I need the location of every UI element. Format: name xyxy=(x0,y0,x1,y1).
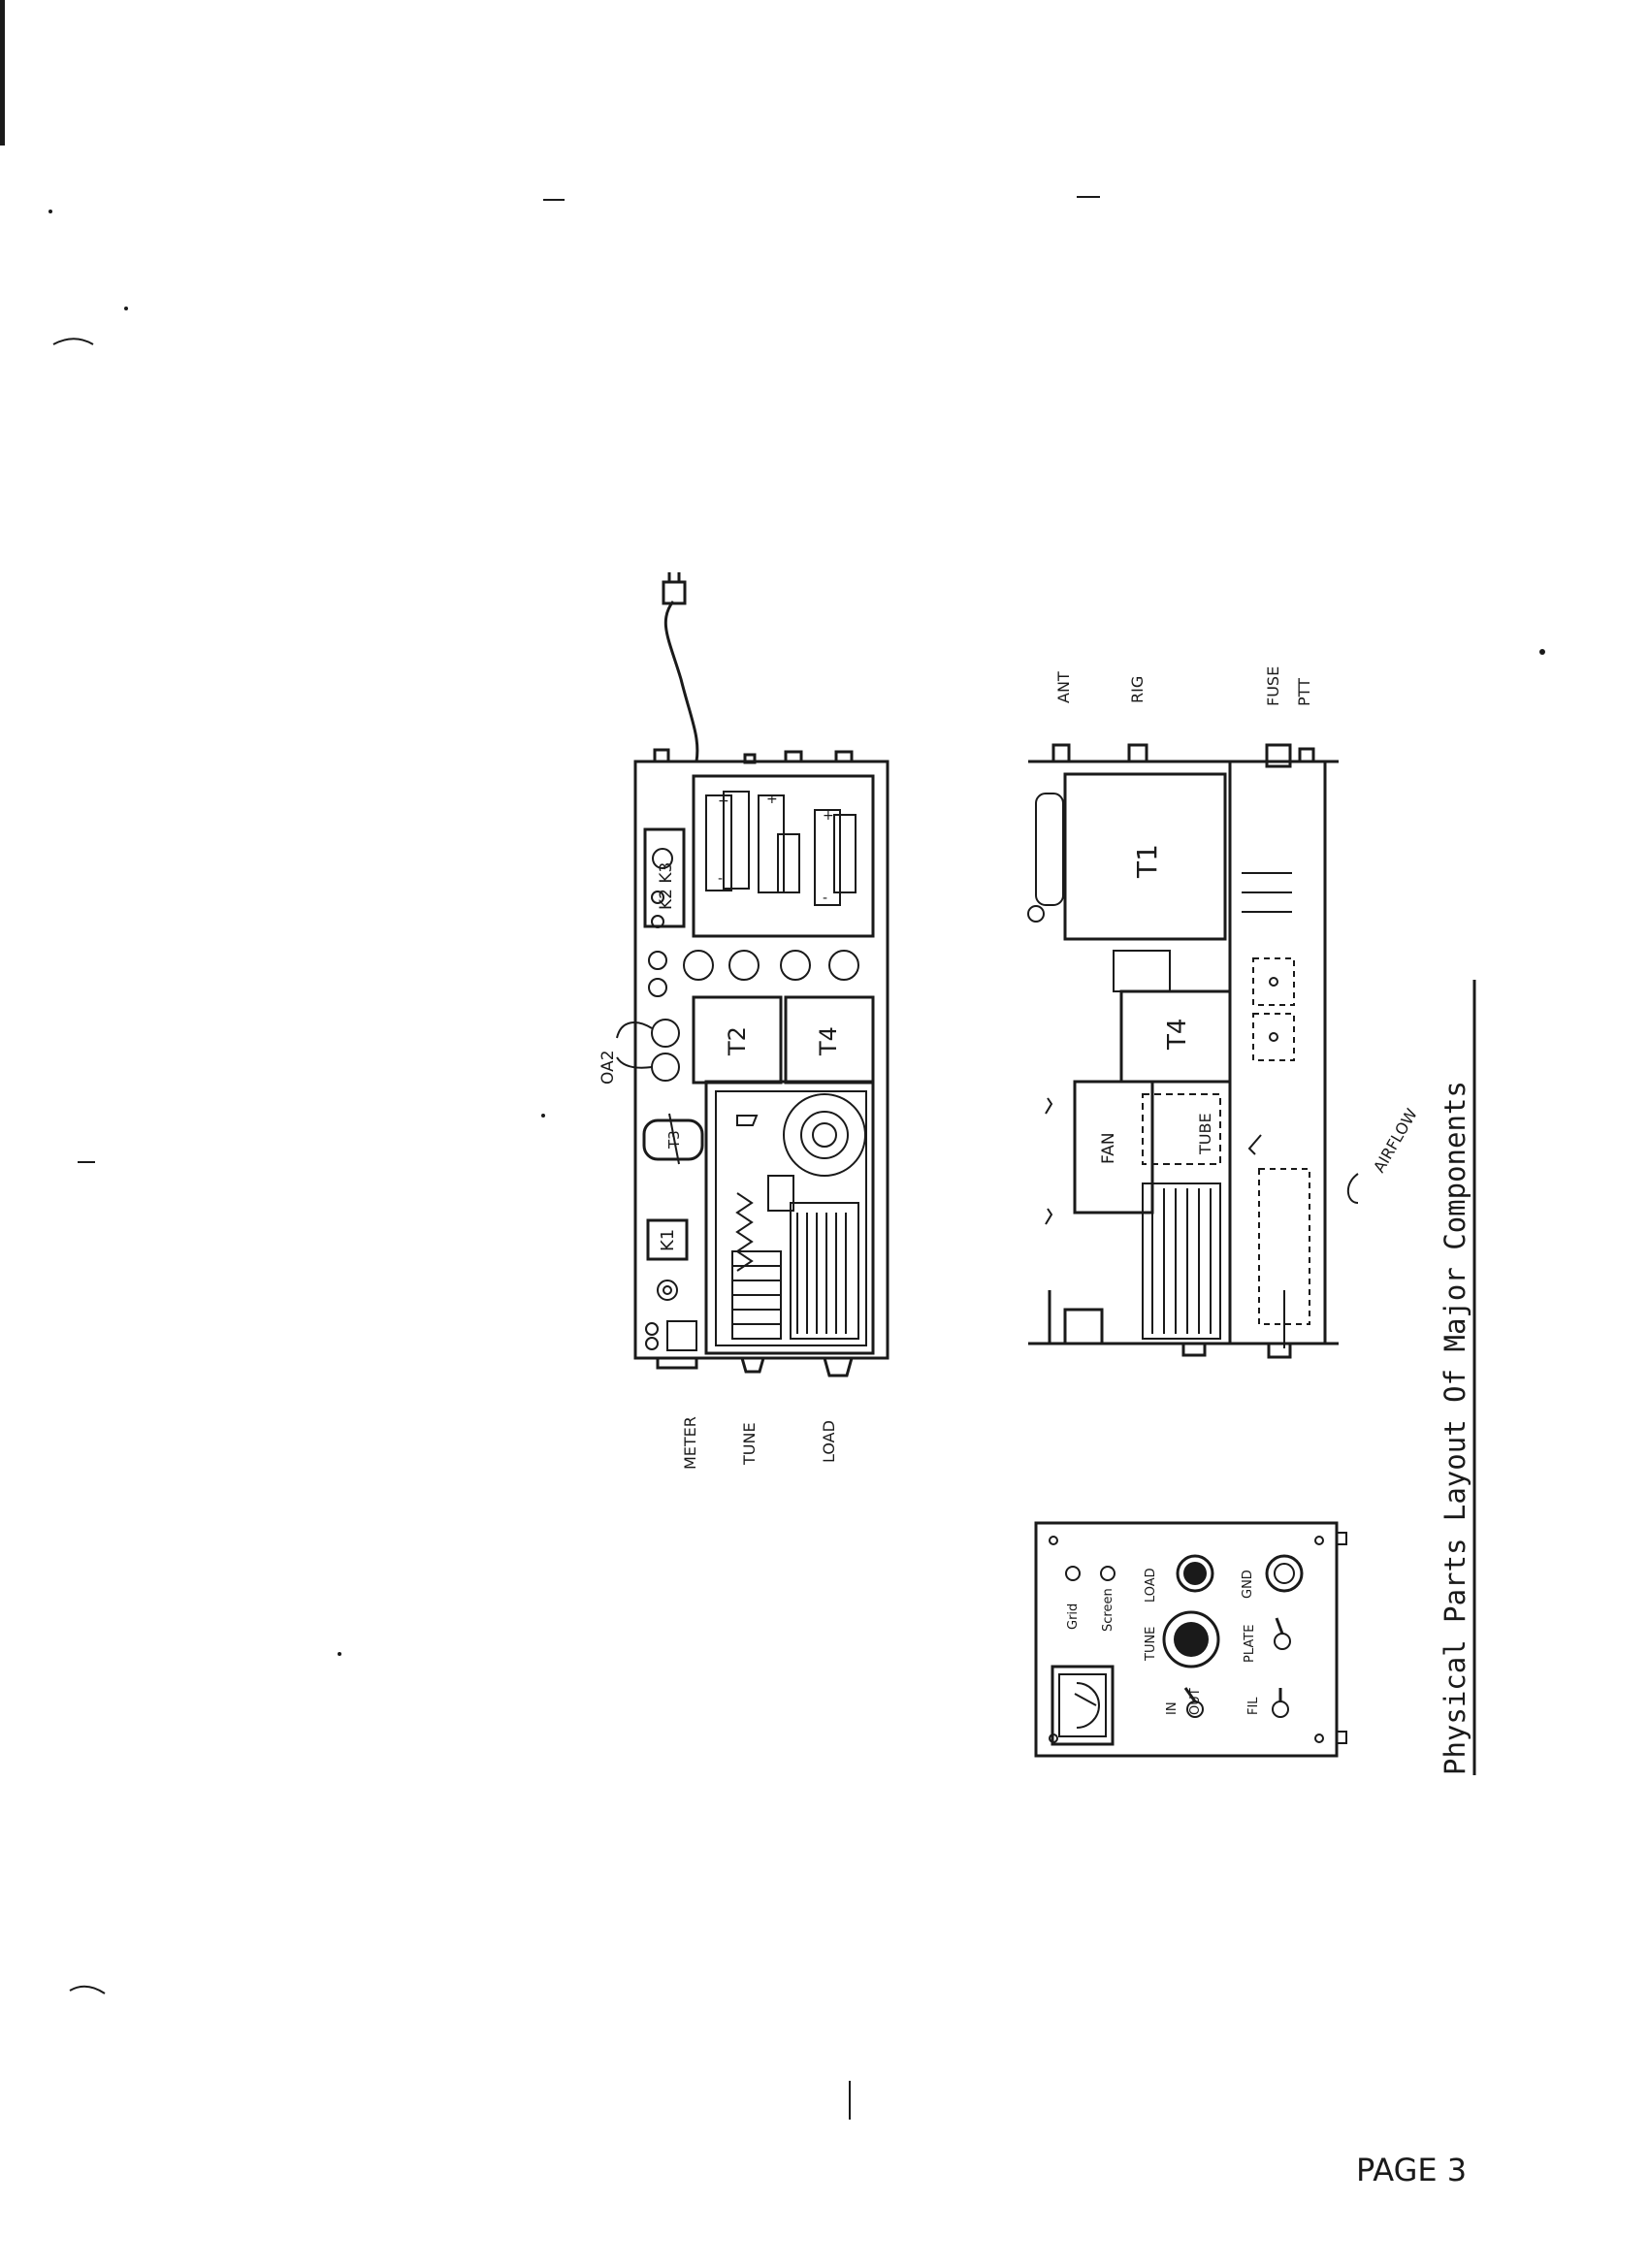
meter-side xyxy=(1063,1308,1104,1345)
screen-indicator xyxy=(1100,1566,1116,1581)
panel-label-load: LOAD xyxy=(1144,1568,1158,1603)
top-view-chassis: K2 K3 OA2 + + + - - xyxy=(598,572,889,1377)
label-tune: TUNE xyxy=(740,1422,759,1466)
plate-switch-icon xyxy=(1274,1617,1291,1650)
label-t1: T1 xyxy=(1131,844,1163,879)
label-tube: TUBE xyxy=(1196,1113,1214,1155)
label-ptt: PTT xyxy=(1295,678,1313,706)
panel-gnd-knob-icon xyxy=(1265,1554,1304,1593)
power-cord xyxy=(663,600,699,762)
panel-label-screen: Screen xyxy=(1101,1588,1116,1632)
rig-connector xyxy=(1127,743,1148,763)
tube-socket xyxy=(683,950,714,981)
front-panel: Grid Screen LOAD GND TUNE PLATE IN OUT F… xyxy=(1034,1521,1347,1758)
fuse-holder xyxy=(1265,743,1292,768)
panel-label-gnd: GND xyxy=(1241,1570,1255,1599)
grid-indicator xyxy=(1065,1566,1081,1581)
tune-knob-icon xyxy=(740,1356,765,1374)
panel-meter-icon xyxy=(1051,1665,1115,1746)
load-capacitor xyxy=(790,1202,859,1340)
tube-socket xyxy=(828,950,859,981)
label-rig: RIG xyxy=(1128,676,1147,703)
svg-text:-: - xyxy=(718,871,723,887)
panel-load-knob-icon xyxy=(1176,1554,1214,1593)
fan-box xyxy=(1073,1080,1154,1215)
label-oa2: OA2 xyxy=(598,1050,618,1085)
label-load: LOAD xyxy=(820,1420,838,1463)
power-plug-icon xyxy=(662,572,687,605)
panel-label-in: IN xyxy=(1165,1701,1180,1715)
tube-socket xyxy=(780,950,811,981)
load-knob-icon xyxy=(823,1356,854,1377)
panel-label-fil: FIL xyxy=(1246,1697,1261,1715)
oa2-tube xyxy=(651,1019,680,1048)
label-airflow: AIRFLOW xyxy=(1370,1105,1421,1176)
svg-text:+: + xyxy=(718,794,729,809)
ptt-jack xyxy=(1298,747,1315,763)
scan-edge-mark xyxy=(0,0,5,146)
rf-compartment xyxy=(704,1080,875,1355)
tank-coil-toroid xyxy=(783,1093,866,1177)
svg-text:+: + xyxy=(766,792,778,807)
label-t4-side: T4 xyxy=(1163,1019,1192,1051)
tube-outline xyxy=(1142,1093,1221,1165)
panel-label-out: OUT xyxy=(1188,1688,1203,1715)
svg-text:-: - xyxy=(823,891,827,906)
meter-mount xyxy=(656,1356,698,1370)
caption-block: Physical Parts Layout Of Major Component… xyxy=(1439,980,1476,1775)
capacitor-board: + + + - - xyxy=(692,774,875,938)
label-fan: FAN xyxy=(1099,1132,1118,1164)
transformer-t4-side xyxy=(1119,989,1232,1084)
label-t3: T3 xyxy=(665,1130,683,1150)
in-out-switch-icon xyxy=(1183,1687,1204,1718)
panel-tune-knob-icon xyxy=(1162,1610,1220,1669)
label-k2k3: K2 K3 xyxy=(657,862,676,910)
fil-switch-icon xyxy=(1272,1688,1289,1718)
label-t4: T4 xyxy=(815,1026,842,1056)
label-meter: METER xyxy=(681,1416,699,1470)
relay-k2k3 xyxy=(643,827,686,928)
tube-socket xyxy=(728,950,760,981)
label-ant: ANT xyxy=(1054,671,1073,703)
panel-label-grid: Grid xyxy=(1066,1604,1081,1630)
page-number: PAGE 3 xyxy=(1356,2152,1467,2188)
figure-caption: Physical Parts Layout Of Major Component… xyxy=(1439,1081,1471,1775)
side-view-chassis: T1 T4 FAN TUBE xyxy=(1027,743,1421,1359)
svg-text:+: + xyxy=(823,808,834,824)
panel-label-plate: PLATE xyxy=(1243,1625,1257,1663)
label-k1: K1 xyxy=(658,1229,678,1251)
oa2-tube xyxy=(651,1053,680,1082)
relay-k1 xyxy=(646,1218,689,1261)
label-t2: T2 xyxy=(724,1026,751,1056)
label-fuse: FUSE xyxy=(1264,666,1282,706)
transformer-t1 xyxy=(1063,772,1227,941)
panel-label-tune: TUNE xyxy=(1144,1627,1158,1662)
component-t3: T3 xyxy=(642,1113,704,1165)
ant-connector xyxy=(1051,743,1071,763)
